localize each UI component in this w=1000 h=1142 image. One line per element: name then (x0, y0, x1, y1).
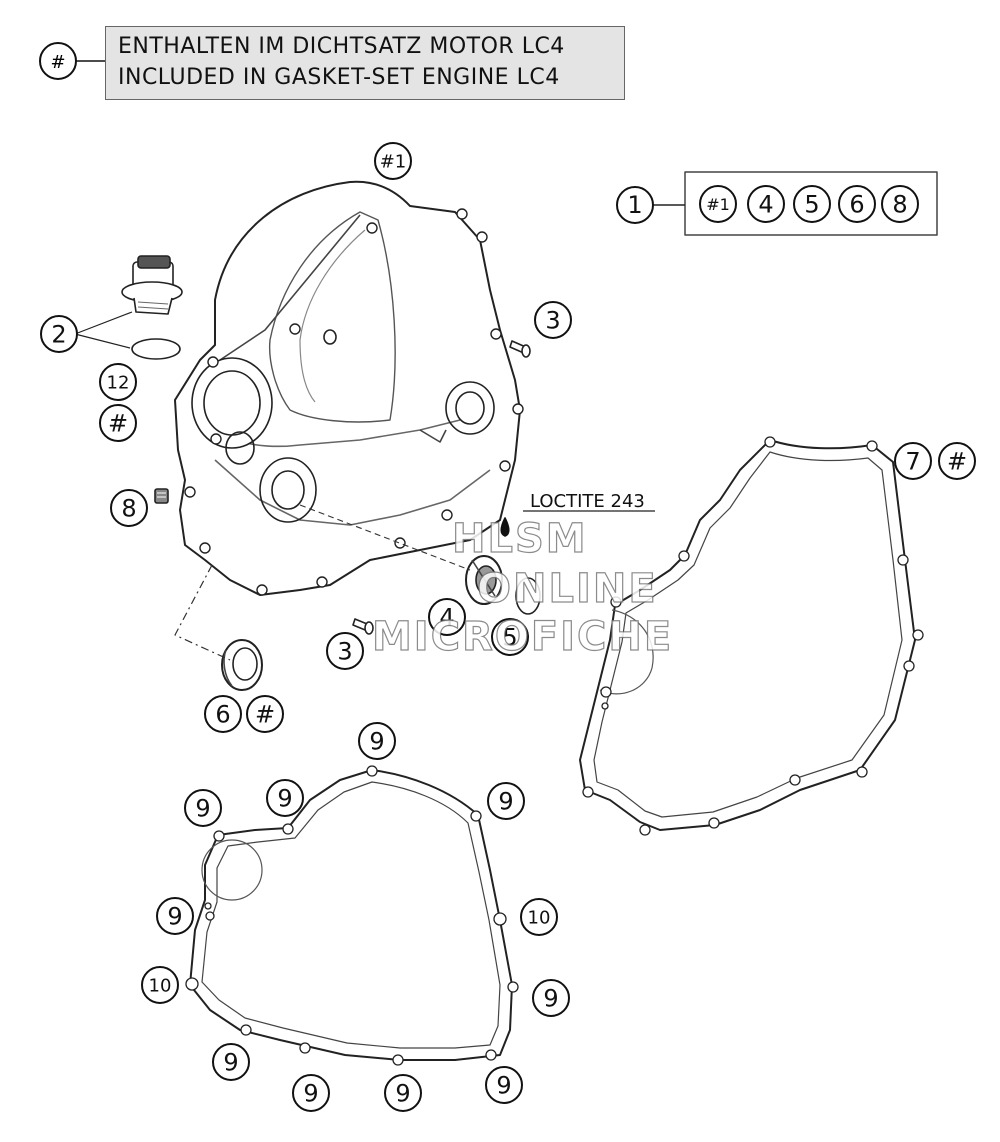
callout-n10: 10 (141, 966, 179, 1004)
callout-n9: 9 (487, 782, 525, 820)
callout-oring-b-label: # (108, 410, 128, 438)
callout-n9: 9 (358, 722, 396, 760)
callout-seal-4-label: 4 (439, 604, 454, 632)
callout-n9-label: 9 (223, 1049, 238, 1077)
callout-nipple-label: 8 (121, 495, 136, 523)
callout-cover-top-label: #1 (380, 151, 407, 172)
seal-4 (465, 555, 503, 605)
kit-callout: 1 (616, 186, 654, 224)
legend-marker-label: # (50, 52, 65, 73)
screw-bottom (352, 618, 374, 635)
callout-gasket-hash-label: # (947, 448, 967, 476)
kit-item: 6 (838, 185, 876, 223)
callout-n9: 9 (266, 779, 304, 817)
gasket-7 (579, 439, 916, 831)
nipple (154, 488, 169, 504)
callout-shaft-seal-label: 6 (215, 701, 230, 729)
gasket-bottom (189, 769, 513, 1061)
callout-cover-top: #1 (374, 142, 412, 180)
callout-screw-right-label: 3 (545, 307, 560, 335)
callout-oring-a: 12 (99, 363, 137, 401)
callout-gasket-label: 7 (905, 448, 920, 476)
callout-n9: 9 (384, 1074, 422, 1112)
callout-n9: 9 (532, 979, 570, 1017)
callout-shaft-seal: 6 (204, 695, 242, 733)
clutch-cover-outline (174, 180, 521, 596)
callout-screw-bottom: 3 (326, 632, 364, 670)
callout-nipple: 8 (110, 489, 148, 527)
callout-seal-4: 4 (428, 598, 466, 636)
callout-n9-label: 9 (277, 785, 292, 813)
loctite-note: LOCTITE 243 (530, 491, 645, 512)
callout-n9-label: 9 (195, 795, 210, 823)
callout-shaft-seal-hash: # (246, 695, 284, 733)
callout-gasket: 7 (894, 442, 932, 480)
watermark-line3: MICROFICHE (371, 613, 674, 660)
callout-n9: 9 (184, 789, 222, 827)
callout-n9: 9 (212, 1043, 250, 1081)
callout-seal-5-label: 5 (502, 624, 517, 652)
callout-n9-label: 9 (303, 1080, 318, 1108)
callout-n9: 9 (292, 1074, 330, 1112)
callout-n9: 9 (156, 897, 194, 935)
watermark-line2: ONLINE (476, 565, 658, 612)
kit-item: #1 (699, 185, 737, 223)
callout-n10-label: 10 (149, 975, 172, 996)
callout-n9: 9 (485, 1066, 523, 1104)
kit-item: 5 (793, 185, 831, 223)
screw-right (509, 340, 531, 358)
watermark-line1: HLSM (451, 515, 588, 562)
legend-line-de: ENTHALTEN IM DICHTSATZ MOTOR LC4 (118, 34, 565, 59)
legend-box: ENTHALTEN IM DICHTSATZ MOTOR LC4 INCLUDE… (105, 26, 625, 100)
callout-gasket-hash: # (938, 442, 976, 480)
callout-seal-5: 5 (491, 618, 529, 656)
callout-n9-label: 9 (369, 728, 384, 756)
legend-marker: # (39, 42, 105, 80)
kit-item-label: #1 (706, 195, 730, 214)
legend-line-en: INCLUDED IN GASKET-SET ENGINE LC4 (118, 65, 560, 90)
callout-oring-b: # (99, 404, 137, 442)
callout-n10-label: 10 (528, 907, 551, 928)
callouts: #1 2 12 #3 3 8 4 5 6 #7 #9 9 9 9 9 10 10 9 9 9 9 9 (40, 142, 976, 1112)
callout-plug-label: 2 (51, 321, 66, 349)
kit-item: 4 (747, 185, 785, 223)
oring (131, 338, 181, 360)
kit-item-label: 8 (892, 191, 907, 219)
kit-item-label: 5 (804, 191, 819, 219)
oring-5 (515, 577, 541, 615)
kit-item: 8 (881, 185, 919, 223)
callout-n10: 10 (520, 898, 558, 936)
callout-oring-a-label: 12 (107, 372, 130, 393)
callout-n9-label: 9 (543, 985, 558, 1013)
callout-n9-label: 9 (496, 1072, 511, 1100)
kit-item-label: 4 (758, 191, 773, 219)
callout-n9-label: 9 (498, 788, 513, 816)
callout-shaft-seal-hash-label: # (255, 701, 275, 729)
kit-number: 1 (627, 191, 642, 219)
callout-plug: 2 (40, 315, 78, 353)
callout-screw-right: 3 (534, 301, 572, 339)
callout-n9-label: 9 (395, 1080, 410, 1108)
callout-n9-label: 9 (167, 903, 182, 931)
shaft-seal (221, 639, 263, 691)
kit-item-label: 6 (849, 191, 864, 219)
callout-screw-bottom-label: 3 (337, 638, 352, 666)
